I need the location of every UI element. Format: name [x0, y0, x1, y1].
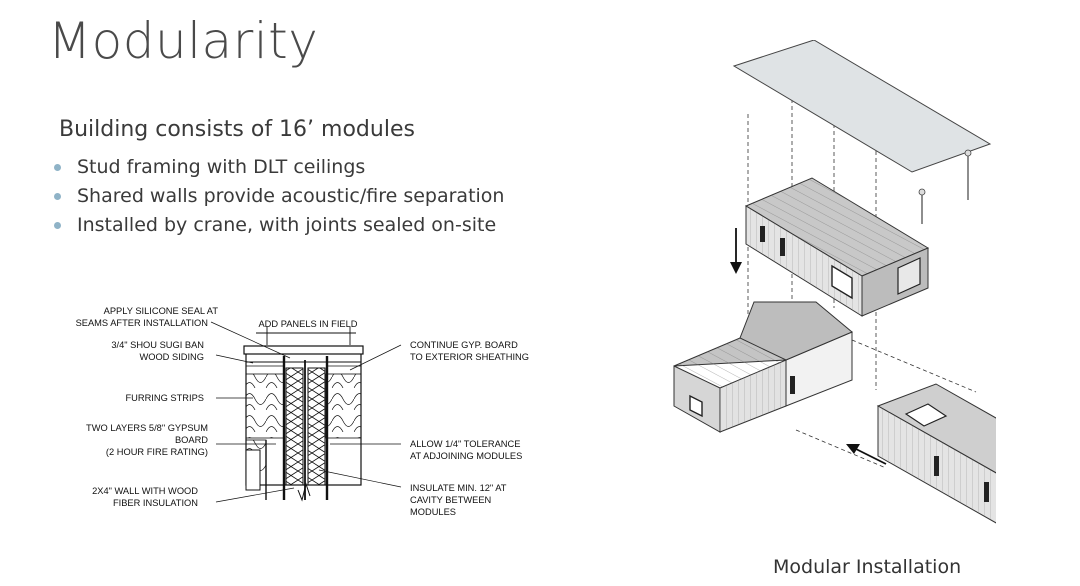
- label-silicone-line1: APPLY SILICONE SEAL AT: [104, 306, 219, 316]
- label-gypsum-line2: BOARD: [175, 435, 208, 445]
- label-insulate-line3: MODULES: [410, 507, 456, 517]
- label-furring-strips: FURRING STRIPS: [125, 393, 204, 403]
- wall-assembly: [243, 345, 364, 502]
- bullet-dot-icon: [54, 222, 61, 229]
- illustration-caption: Modular Installation: [773, 556, 962, 578]
- label-tolerance-line2: AT ADJOINING MODULES: [410, 451, 522, 461]
- label-siding-line1: 3/4" SHOU SUGI BAN: [111, 340, 204, 350]
- label-gypsum-line3: (2 HOUR FIRE RATING): [106, 447, 208, 457]
- label-insulate-line2: CAVITY BETWEEN: [410, 495, 491, 505]
- lower-left-module: [673, 301, 853, 433]
- label-wall-line1: 2X4" WALL WITH WOOD: [92, 486, 198, 496]
- glass-canopy: [732, 40, 992, 224]
- leader-lines: [210, 321, 402, 503]
- bullet-text: Stud framing with DLT ceilings: [77, 156, 366, 178]
- label-insulate-line1: INSULATE MIN. 12" AT: [410, 483, 507, 493]
- bullet-dot-icon: [54, 164, 61, 171]
- bullet-item: Stud framing with DLT ceilings: [50, 153, 504, 182]
- slide-title: Modularity: [48, 12, 319, 70]
- bullet-dot-icon: [54, 193, 61, 200]
- down-arrow-icon: [730, 228, 742, 274]
- panel-dimension-line: [256, 327, 356, 345]
- label-continue-line2: TO EXTERIOR SHEATHING: [410, 352, 529, 362]
- bullet-text: Shared walls provide acoustic/fire separ…: [77, 185, 505, 207]
- label-gypsum-line1: TWO LAYERS 5/8" GYPSUM: [86, 423, 208, 433]
- label-continue-line1: CONTINUE GYP. BOARD: [410, 340, 518, 350]
- bullet-item: Installed by crane, with joints sealed o…: [50, 211, 504, 240]
- slide-arrow-icon: [846, 444, 887, 465]
- bullet-list: Stud framing with DLT ceilings Shared wa…: [50, 153, 504, 240]
- modular-installation-illustration: [673, 40, 996, 524]
- label-panels-in-field: ADD PANELS IN FIELD: [258, 319, 357, 329]
- label-silicone-line2: SEAMS AFTER INSTALLATION: [76, 318, 208, 328]
- bullet-item: Shared walls provide acoustic/fire separ…: [50, 182, 504, 211]
- slide-subtitle: Building consists of 16’ modules: [59, 117, 415, 142]
- lower-right-module: [876, 383, 996, 524]
- bullet-text: Installed by crane, with joints sealed o…: [77, 214, 497, 236]
- upper-module: [744, 177, 930, 317]
- label-siding-line2: WOOD SIDING: [139, 352, 204, 362]
- label-wall-line2: FIBER INSULATION: [113, 498, 198, 508]
- wall-section-detail: APPLY SILICONE SEAL AT SEAMS AFTER INSTA…: [76, 306, 529, 517]
- label-tolerance-line1: ALLOW 1/4" TOLERANCE: [410, 439, 520, 449]
